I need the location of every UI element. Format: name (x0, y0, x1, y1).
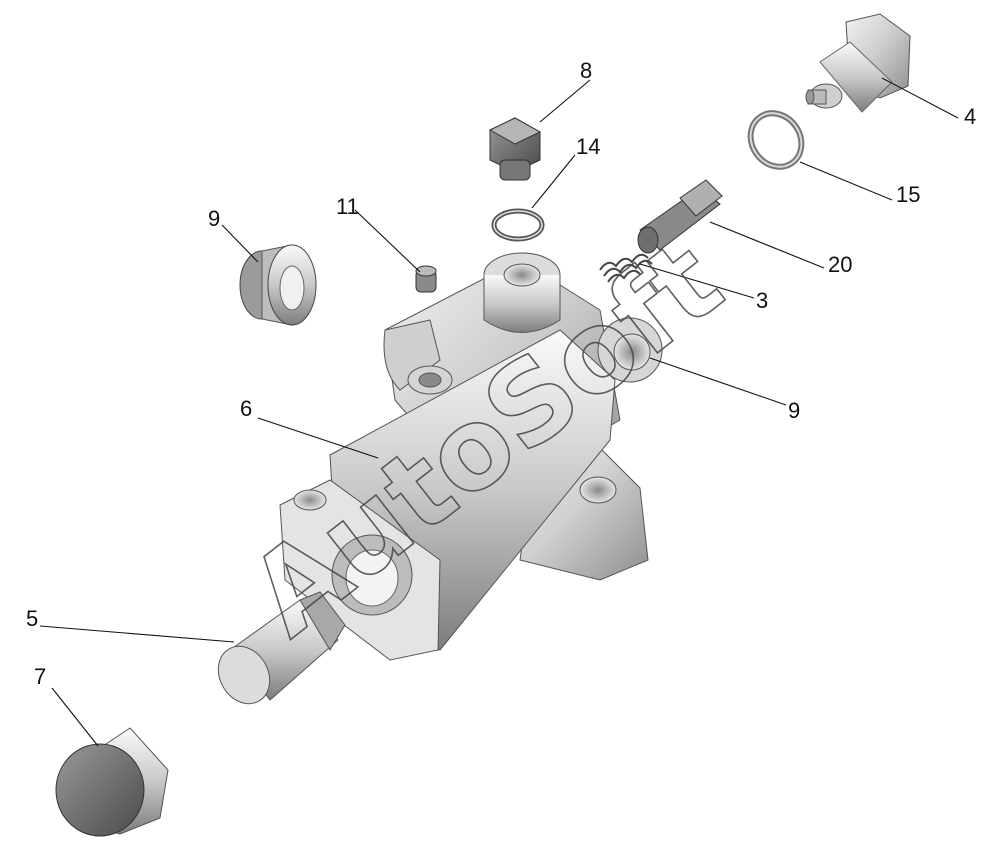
callout-15: 15 (896, 182, 920, 207)
leader-lines (39, 77, 959, 747)
callout-3: 3 (756, 288, 768, 313)
part-7-cap (55, 727, 169, 837)
part-9-bushing-left (239, 244, 317, 326)
callout-4: 4 (964, 104, 976, 129)
part-6-valve-body (279, 252, 663, 661)
part-14-o-ring (491, 208, 545, 242)
callout-7: 7 (34, 664, 46, 689)
part-15-o-ring (747, 110, 805, 170)
callout-9-right: 9 (788, 398, 800, 423)
part-3-spring (599, 253, 653, 283)
part-4-hex-plug (805, 13, 911, 113)
callout-14: 14 (576, 134, 600, 159)
callout-11: 11 (336, 194, 359, 219)
part-5-tube (217, 591, 346, 705)
callout-20: 20 (828, 252, 852, 277)
callout-labels: 4 8 14 15 11 9 20 3 9 6 5 7 (26, 58, 976, 689)
part-20-valve (637, 179, 723, 254)
callout-6: 6 (240, 396, 252, 421)
callout-8: 8 (580, 58, 592, 83)
part-11-pin (415, 265, 437, 293)
part-8-hex-bolt (488, 117, 542, 181)
callout-5: 5 (26, 606, 38, 631)
callout-9-left: 9 (208, 206, 220, 231)
